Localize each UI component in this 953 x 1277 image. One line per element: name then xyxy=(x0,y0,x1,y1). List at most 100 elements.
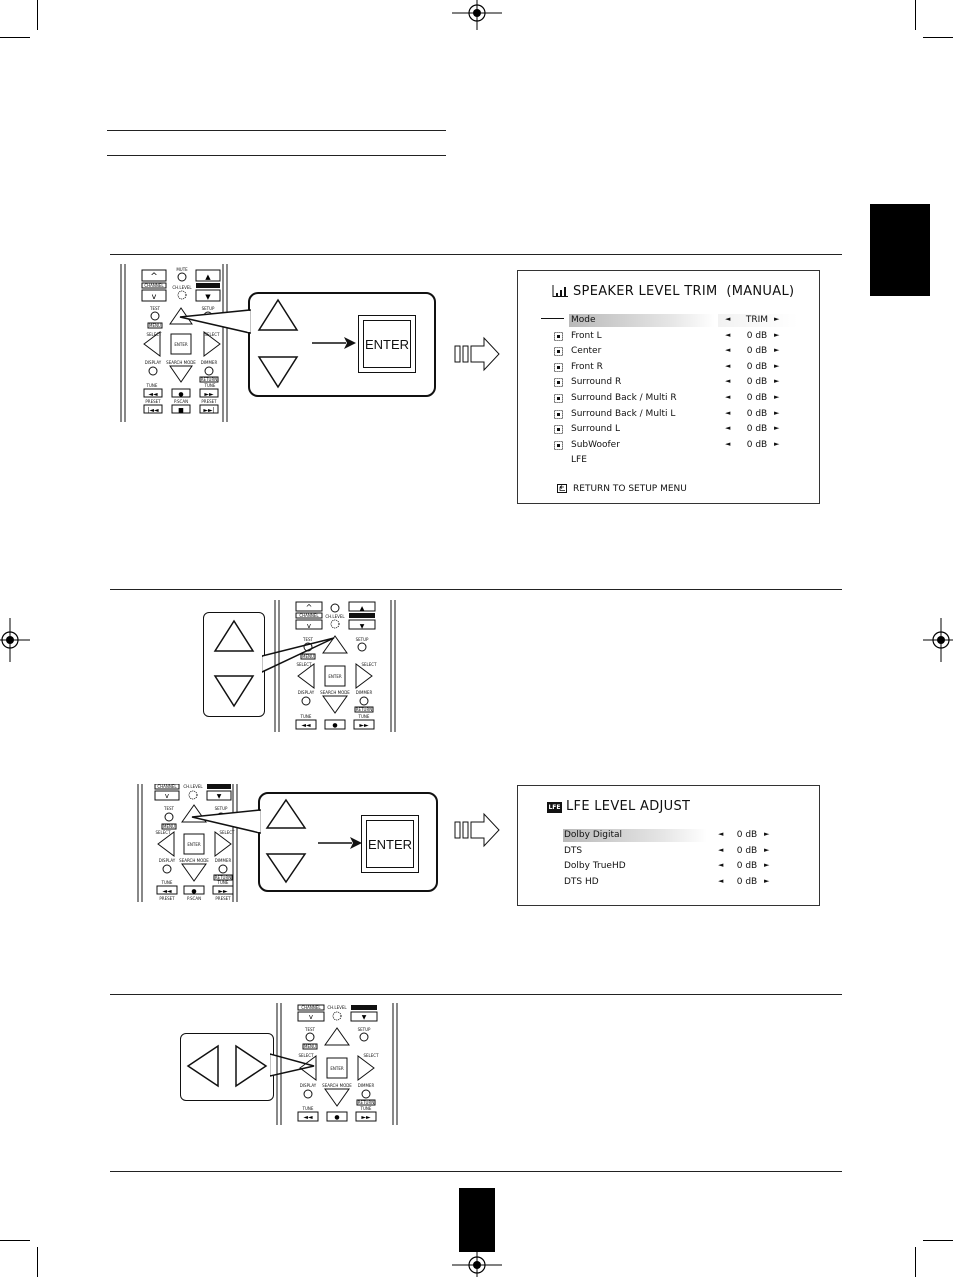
result-arrow-icon xyxy=(454,812,500,848)
svg-text:MENU: MENU xyxy=(163,824,175,829)
speaker-row[interactable]: Surround Back / Multi L◄0 dB► xyxy=(518,408,819,423)
speaker-row-label: Center xyxy=(571,346,602,357)
lfe-row[interactable]: Dolby Digital◄0 dB► xyxy=(518,829,819,844)
lfe-row-value: 0 dB xyxy=(736,861,758,872)
speaker-row[interactable]: LFE xyxy=(518,454,819,469)
svg-text:TUNE: TUNE xyxy=(358,714,370,719)
enter-key-label: ENTER xyxy=(366,820,414,868)
remote-control: ^ CHANNEL v MUTE CH.LEVEL ▲ VOLUME ▼ TES… xyxy=(120,264,228,422)
speaker-row[interactable]: SubWoofer◄0 dB► xyxy=(518,439,819,454)
svg-text:CHANNEL: CHANNEL xyxy=(299,613,319,618)
speaker-row-value: 0 dB xyxy=(746,424,768,435)
registration-mark-right xyxy=(923,618,953,662)
speaker-row[interactable]: Surround L◄0 dB► xyxy=(518,423,819,438)
svg-text:●: ● xyxy=(334,1114,339,1121)
increase-arrow-icon[interactable]: ► xyxy=(774,408,780,417)
increase-arrow-icon[interactable]: ► xyxy=(774,361,780,370)
svg-text:MENU: MENU xyxy=(149,323,161,328)
speaker-row[interactable]: Surround R◄0 dB► xyxy=(518,376,819,391)
svg-text:PRESET: PRESET xyxy=(159,896,175,901)
return-icon xyxy=(557,484,567,493)
svg-text:◄◄: ◄◄ xyxy=(303,1114,313,1121)
speaker-row[interactable]: Center◄0 dB► xyxy=(518,345,819,360)
increase-arrow-icon[interactable]: ► xyxy=(764,830,770,838)
svg-text:▼: ▼ xyxy=(362,1014,367,1021)
svg-text:TEST: TEST xyxy=(304,1027,316,1032)
svg-text:SELECT: SELECT xyxy=(298,1053,314,1058)
lfe-row-label: DTS xyxy=(564,845,583,856)
decrease-arrow-icon[interactable]: ◄ xyxy=(725,330,731,339)
svg-text:SELECT: SELECT xyxy=(219,830,235,835)
crop-mark xyxy=(37,1247,38,1277)
svg-text:●: ● xyxy=(178,391,183,398)
increase-arrow-icon[interactable]: ► xyxy=(764,845,770,854)
speaker-grid-icon xyxy=(554,440,563,450)
enter-key-label: ENTER xyxy=(363,320,411,368)
svg-text:SETUP: SETUP xyxy=(215,806,228,811)
lfe-row-value: 0 dB xyxy=(736,876,758,887)
svg-text:DIMMER: DIMMER xyxy=(356,690,373,695)
speaker-row-label: Front L xyxy=(571,330,602,341)
decrease-arrow-icon[interactable]: ◄ xyxy=(725,408,731,417)
speaker-row-value: TRIM xyxy=(745,315,769,325)
svg-text:v: v xyxy=(165,792,169,800)
lfe-row[interactable]: Dolby TrueHD◄0 dB► xyxy=(518,860,819,875)
svg-text:RETURN: RETURN xyxy=(201,377,217,382)
decrease-arrow-icon[interactable]: ◄ xyxy=(718,830,724,838)
speaker-row[interactable]: Front R◄0 dB► xyxy=(518,361,819,376)
decrease-arrow-icon[interactable]: ◄ xyxy=(725,393,731,401)
svg-text:►►: ►► xyxy=(204,391,214,398)
increase-arrow-icon[interactable]: ► xyxy=(774,424,780,433)
crop-mark xyxy=(37,0,38,30)
lfe-row[interactable]: DTS HD◄0 dB► xyxy=(518,876,819,891)
enter-key: ENTER xyxy=(361,815,419,873)
decrease-arrow-icon[interactable]: ◄ xyxy=(718,861,724,870)
channel-label: CHANNEL xyxy=(144,283,164,288)
speaker-row-label: LFE xyxy=(571,455,587,466)
speaker-row[interactable]: Surround Back / Multi R◄0 dB► xyxy=(518,392,819,407)
speaker-row-value: 0 dB xyxy=(746,393,768,403)
svg-text:RETURN: RETURN xyxy=(215,875,231,880)
decrease-arrow-icon[interactable]: ◄ xyxy=(725,377,731,386)
svg-text:SETUP: SETUP xyxy=(202,306,215,311)
crop-mark xyxy=(0,1240,30,1241)
svg-text:MUTE: MUTE xyxy=(176,267,188,272)
increase-arrow-icon[interactable]: ► xyxy=(774,330,780,339)
decrease-arrow-icon[interactable]: ◄ xyxy=(725,424,731,433)
remote-control: ^ CHANNEL v CH.LEVEL ▲ VOLUME ▼ TEST MEN… xyxy=(274,600,396,732)
speaker-row[interactable]: Mode ◄ TRIM ► xyxy=(518,314,819,329)
speaker-row-value: 0 dB xyxy=(746,361,768,372)
decrease-arrow-icon[interactable]: ◄ xyxy=(718,876,724,885)
remote-control: CHANNEL v CH.LEVEL VOLUME ▼ TEST MENU SE… xyxy=(276,1003,398,1125)
row-highlight xyxy=(718,314,798,327)
speaker-row-label: Mode xyxy=(571,315,596,325)
decrease-arrow-icon[interactable]: ◄ xyxy=(718,845,724,854)
svg-text:SELECT: SELECT xyxy=(155,830,171,835)
increase-arrow-icon[interactable]: ► xyxy=(774,346,780,355)
increase-arrow-icon[interactable]: ► xyxy=(774,315,780,323)
svg-text:■: ■ xyxy=(178,407,184,414)
increase-arrow-icon[interactable]: ► xyxy=(774,439,780,448)
svg-text:v: v xyxy=(309,1013,313,1021)
decrease-arrow-icon[interactable]: ◄ xyxy=(725,346,731,355)
svg-text:●: ● xyxy=(191,888,196,895)
increase-arrow-icon[interactable]: ► xyxy=(764,861,770,870)
decrease-arrow-icon[interactable]: ◄ xyxy=(725,361,731,370)
return-to-setup-menu[interactable]: RETURN TO SETUP MENU xyxy=(573,484,687,494)
increase-arrow-icon[interactable]: ► xyxy=(774,393,780,401)
level-meter-icon xyxy=(552,285,568,297)
increase-arrow-icon[interactable]: ► xyxy=(764,876,770,885)
decrease-arrow-icon[interactable]: ◄ xyxy=(725,315,731,323)
down-arrow-icon xyxy=(265,853,307,884)
svg-text:DISPLAY: DISPLAY xyxy=(300,1083,317,1088)
svg-text:DIMMER: DIMMER xyxy=(358,1083,375,1088)
svg-text:CH.LEVEL: CH.LEVEL xyxy=(172,285,192,290)
svg-text:VOLUME: VOLUME xyxy=(200,283,217,288)
decrease-arrow-icon[interactable]: ◄ xyxy=(725,439,731,448)
svg-text:◄◄: ◄◄ xyxy=(301,722,311,729)
speaker-row[interactable]: Front L◄0 dB► xyxy=(518,330,819,345)
svg-text:TUNE: TUNE xyxy=(204,383,216,388)
increase-arrow-icon[interactable]: ► xyxy=(774,377,780,386)
up-arrow-icon xyxy=(213,619,255,652)
lfe-row[interactable]: DTS◄0 dB► xyxy=(518,845,819,860)
